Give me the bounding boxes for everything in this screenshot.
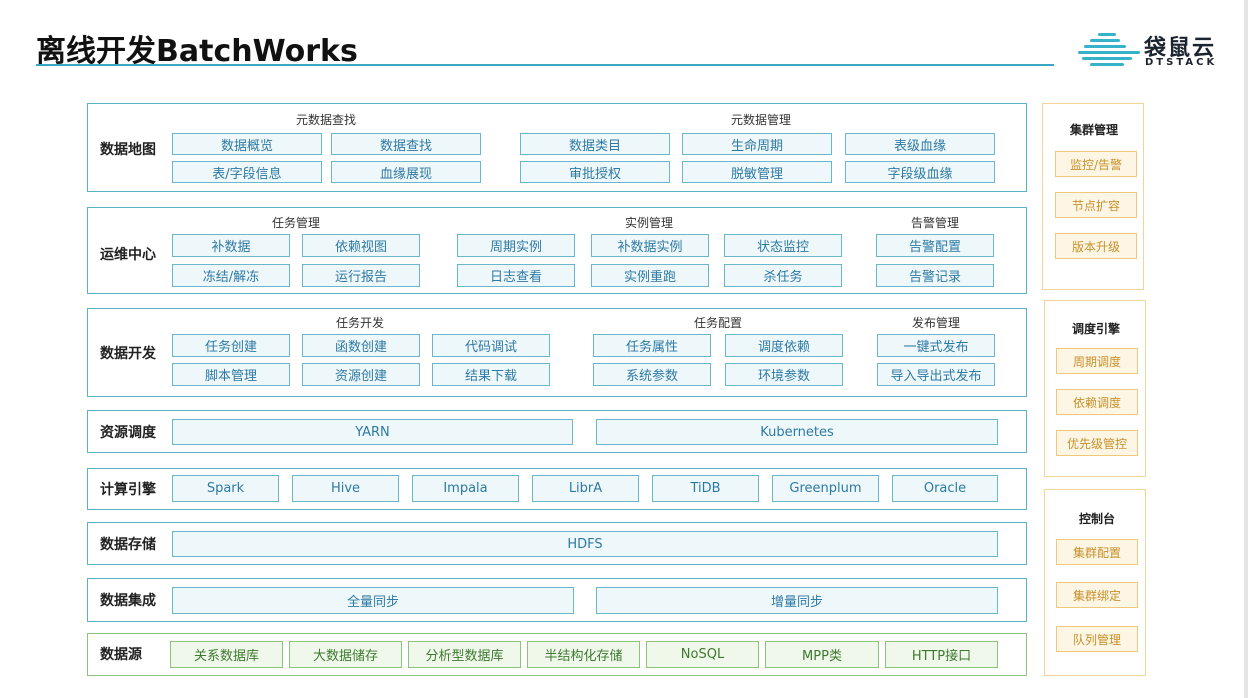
layer-label: 计算引擎 xyxy=(100,482,156,498)
module-box[interactable]: Kubernetes xyxy=(596,419,998,445)
panel-item[interactable]: 集群配置 xyxy=(1056,539,1138,565)
layer-label: 数据地图 xyxy=(100,142,156,158)
module-box[interactable]: 函数创建 xyxy=(302,334,420,357)
module-box[interactable]: 血缘展现 xyxy=(331,161,481,183)
module-box[interactable]: NoSQL xyxy=(646,641,759,668)
layer-label: 运维中心 xyxy=(100,247,156,263)
layer-label: 资源调度 xyxy=(100,425,156,441)
module-box[interactable]: 实例重跑 xyxy=(591,264,709,287)
module-box[interactable]: 脱敏管理 xyxy=(682,161,832,183)
module-box[interactable]: 字段级血缘 xyxy=(845,161,995,183)
module-box[interactable]: 增量同步 xyxy=(596,587,998,614)
panel-item[interactable]: 依赖调度 xyxy=(1056,389,1138,415)
module-box[interactable]: Oracle xyxy=(892,475,998,502)
module-box[interactable]: 数据查找 xyxy=(331,133,481,155)
layer-label: 数据集成 xyxy=(100,593,156,609)
module-box[interactable]: YARN xyxy=(172,419,573,445)
module-box[interactable]: Greenplum xyxy=(772,475,879,502)
module-box[interactable]: 数据类目 xyxy=(520,133,670,155)
layer-label: 数据存储 xyxy=(100,537,156,553)
module-box[interactable]: Spark xyxy=(172,475,279,502)
module-box[interactable]: 代码调试 xyxy=(432,334,550,357)
logo-chinese-name: 袋鼠云 xyxy=(1144,36,1217,61)
module-box[interactable]: 状态监控 xyxy=(724,234,842,257)
panel-title: 集群管理 xyxy=(1069,123,1119,137)
module-box[interactable]: 生命周期 xyxy=(682,133,832,155)
module-box[interactable]: 周期实例 xyxy=(457,234,575,257)
title-underline xyxy=(36,64,1054,66)
group-title: 发布管理 xyxy=(911,316,961,330)
panel-item[interactable]: 监控/告警 xyxy=(1055,151,1137,177)
module-box[interactable]: 任务创建 xyxy=(172,334,290,357)
module-box[interactable]: 系统参数 xyxy=(593,363,711,386)
group-title: 告警管理 xyxy=(910,216,960,230)
module-box[interactable]: 运行报告 xyxy=(302,264,420,287)
module-box[interactable]: 脚本管理 xyxy=(172,363,290,386)
module-box[interactable]: 表/字段信息 xyxy=(172,161,322,183)
module-box[interactable]: 告警配置 xyxy=(876,234,994,257)
module-box[interactable]: 冻结/解冻 xyxy=(172,264,290,287)
module-box[interactable]: 日志查看 xyxy=(457,264,575,287)
group-title: 任务管理 xyxy=(271,216,321,230)
module-box[interactable]: 补数据实例 xyxy=(591,234,709,257)
module-box[interactable]: TiDB xyxy=(652,475,759,502)
logo-english-name: DTSTACK xyxy=(1145,57,1218,68)
module-box[interactable]: 调度依赖 xyxy=(725,334,843,357)
panel-title: 调度引擎 xyxy=(1071,322,1121,336)
module-box[interactable]: Impala xyxy=(412,475,519,502)
page-title: 离线开发BatchWorks xyxy=(36,34,358,69)
module-box[interactable]: 任务属性 xyxy=(593,334,711,357)
module-box[interactable]: HDFS xyxy=(172,531,998,557)
group-title: 任务开发 xyxy=(335,316,385,330)
panel-item[interactable]: 版本升级 xyxy=(1055,233,1137,259)
module-box[interactable]: 一键式发布 xyxy=(877,334,995,357)
module-box[interactable]: 数据概览 xyxy=(172,133,322,155)
layer-label: 数据开发 xyxy=(100,346,156,362)
panel-item[interactable]: 节点扩容 xyxy=(1055,192,1137,218)
panel-item[interactable]: 集群绑定 xyxy=(1056,582,1138,608)
module-box[interactable]: 分析型数据库 xyxy=(408,641,521,668)
module-box[interactable]: 结果下载 xyxy=(432,363,550,386)
module-box[interactable]: 全量同步 xyxy=(172,587,574,614)
panel-title: 控制台 xyxy=(1078,512,1116,526)
layer-label: 数据源 xyxy=(100,647,142,663)
module-box[interactable]: LibrA xyxy=(532,475,639,502)
module-box[interactable]: 审批授权 xyxy=(520,161,670,183)
module-box[interactable]: 补数据 xyxy=(172,234,290,257)
dtstack-logo-icon xyxy=(1078,33,1140,66)
module-box[interactable]: 关系数据库 xyxy=(170,641,283,668)
panel-item[interactable]: 优先级管控 xyxy=(1056,430,1138,456)
module-box[interactable]: Hive xyxy=(292,475,399,502)
module-box[interactable]: 半结构化存储 xyxy=(527,641,640,668)
group-title: 任务配置 xyxy=(693,316,743,330)
group-title: 实例管理 xyxy=(624,216,674,230)
module-box[interactable]: HTTP接口 xyxy=(885,641,998,668)
module-box[interactable]: 资源创建 xyxy=(302,363,420,386)
module-box[interactable]: 表级血缘 xyxy=(845,133,995,155)
module-box[interactable]: 杀任务 xyxy=(724,264,842,287)
module-box[interactable]: 大数据储存 xyxy=(289,641,402,668)
module-box[interactable]: 环境参数 xyxy=(725,363,843,386)
group-title: 元数据查找 xyxy=(295,113,357,127)
module-box[interactable]: 告警记录 xyxy=(876,264,994,287)
panel-item[interactable]: 周期调度 xyxy=(1056,348,1138,374)
panel-item[interactable]: 队列管理 xyxy=(1056,626,1138,652)
module-box[interactable]: 依赖视图 xyxy=(302,234,420,257)
module-box[interactable]: MPP类 xyxy=(765,641,879,668)
group-title: 元数据管理 xyxy=(730,113,792,127)
page-edge xyxy=(1244,0,1248,698)
module-box[interactable]: 导入导出式发布 xyxy=(877,363,995,386)
